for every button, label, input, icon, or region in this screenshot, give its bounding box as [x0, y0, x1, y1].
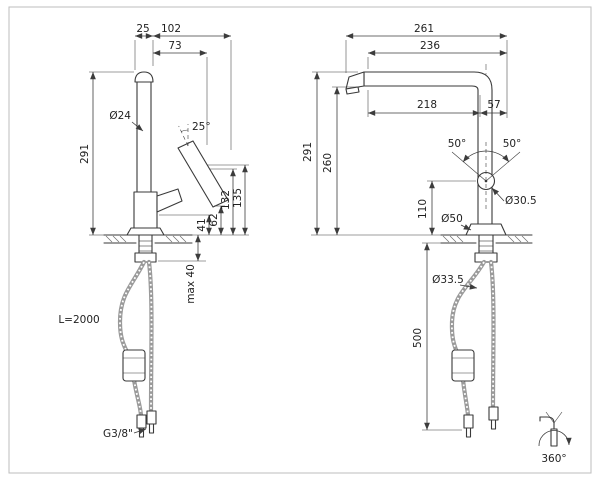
- dim-260-label: 260: [322, 153, 334, 173]
- side-hose-connector-1: [463, 414, 474, 429]
- front-base-flange: [126, 227, 165, 236]
- drawing-border: [8, 6, 592, 474]
- front-mixer-body: [133, 191, 158, 229]
- side-base-flange: [465, 223, 507, 236]
- dim-500-label: 500: [412, 328, 424, 348]
- counter-hatching: [442, 235, 529, 243]
- swivel-360-label: 360°: [541, 453, 566, 465]
- hose-length-label: L=2000: [58, 314, 99, 326]
- front-hose-weight: [122, 349, 146, 382]
- max-40-label: max 40: [185, 264, 197, 304]
- front-spout-cap: [134, 71, 154, 83]
- side-dimensions: 261 236 218 57 50° 50° 291 260 110 Ø50 Ø…: [302, 23, 537, 431]
- side-spray-hose-lower: [460, 377, 471, 418]
- swivel-arrow-icon: [538, 430, 572, 447]
- dim-218-label: 218: [417, 99, 437, 111]
- front-handle-joint: [156, 188, 183, 213]
- front-spout-column: [136, 81, 152, 193]
- side-hose-weight: [451, 349, 475, 382]
- dia-33-5-label: Ø33.5: [432, 274, 464, 286]
- front-countertop: [103, 234, 193, 244]
- dim-261-label: 261: [414, 23, 434, 35]
- dim-57-label: 57: [487, 99, 500, 111]
- swivel-faucet-icon: [550, 428, 558, 447]
- front-hose-connector-1: [136, 414, 147, 429]
- dim-291-side-label: 291: [302, 142, 314, 162]
- dia-24-label: Ø24: [109, 110, 131, 122]
- side-spray-head: [345, 71, 365, 90]
- angle-50-left-label: 50°: [448, 138, 467, 150]
- front-undercounter: [117, 234, 157, 438]
- angle-25-label: 25°: [192, 121, 211, 133]
- front-view: 25 102 73 Ø24 25° 291 41 62 132 135 max …: [58, 23, 249, 440]
- side-view: 261 236 218 57 50° 50° 291 260 110 Ø50 Ø…: [302, 23, 537, 438]
- dim-236-label: 236: [420, 40, 440, 52]
- dim-291-front-label: 291: [79, 144, 91, 164]
- side-supply-hose: [488, 259, 496, 410]
- counter-hatching: [105, 235, 187, 243]
- dim-62-label: 62: [208, 213, 220, 226]
- dim-135-label: 135: [232, 188, 244, 208]
- dia-30-5-label: Ø30.5: [505, 195, 537, 207]
- dim-110-label: 110: [417, 199, 429, 219]
- side-countertop: [440, 234, 533, 244]
- dim-102-label: 102: [161, 23, 181, 35]
- side-hose-connector-2: [488, 406, 499, 421]
- angle-50-right-label: 50°: [503, 138, 522, 150]
- side-faucet-body: [345, 64, 507, 248]
- side-aerator: [345, 86, 360, 95]
- front-dimensions: 25 102 73 Ø24 25° 291 41 62 132 135 max …: [58, 23, 249, 440]
- dim-73-label: 73: [168, 40, 181, 52]
- side-mounting-nut: [474, 252, 498, 263]
- dim-41-label: 41: [196, 218, 208, 231]
- swivel-symbol: 360°: [538, 411, 572, 465]
- front-hose-connector-2: [146, 410, 157, 425]
- front-spray-hose-lower: [131, 377, 144, 418]
- front-faucet-body: [126, 71, 229, 236]
- dim-25-label: 25: [136, 23, 149, 35]
- thread-size-label: G3/8": [103, 428, 133, 440]
- dim-132-label: 132: [220, 190, 232, 210]
- dia-50-label: Ø50: [441, 213, 463, 225]
- side-undercounter: [449, 234, 499, 438]
